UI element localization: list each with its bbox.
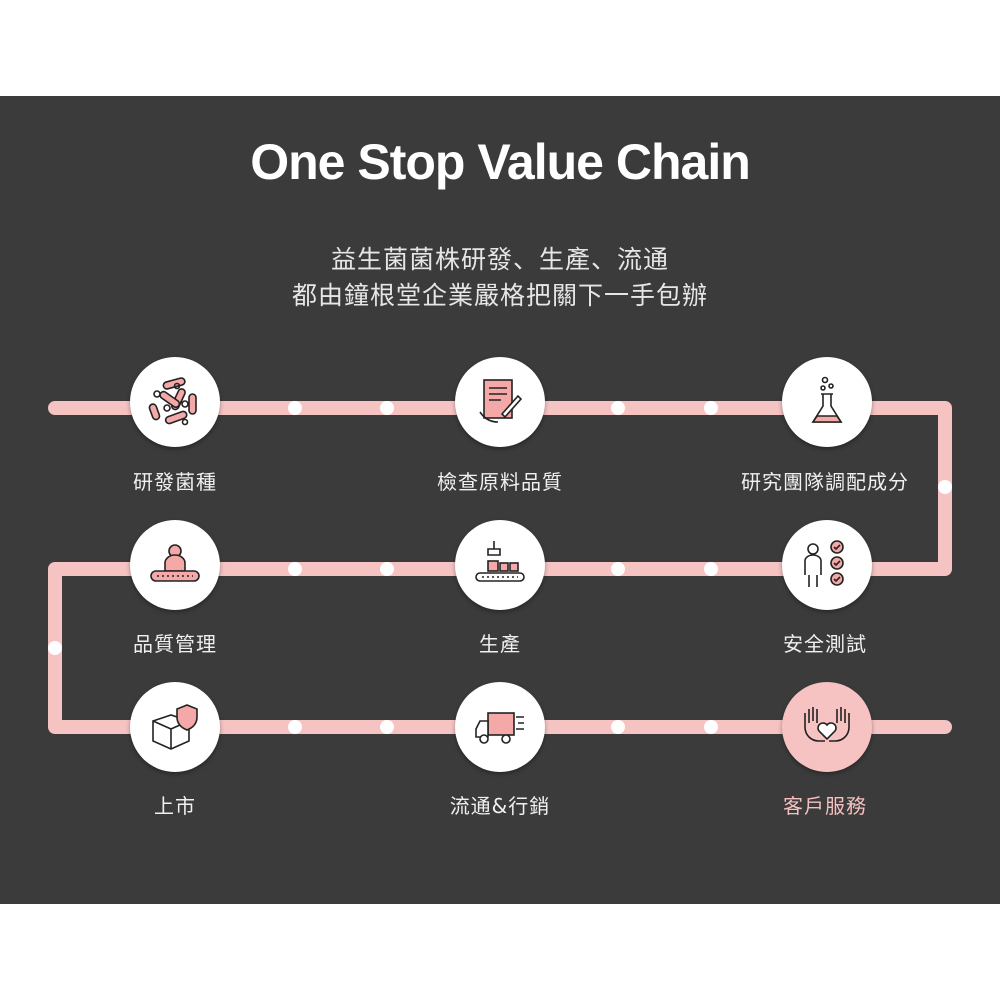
subtitle-line-2: 都由鐘根堂企業嚴格把關下一手包辦 <box>291 281 708 310</box>
step-label: 上市 <box>154 794 196 818</box>
flask-icon <box>811 376 843 423</box>
step-raw-material-check <box>455 357 545 447</box>
bacteria-icon <box>148 377 197 426</box>
inspector-icon <box>150 544 200 582</box>
step-production <box>455 520 545 610</box>
checklist-person-icon <box>804 540 844 587</box>
step-safety-test <box>782 520 872 610</box>
step-label: 安全測試 <box>783 632 867 656</box>
step-label: 客戶服務 <box>783 794 867 818</box>
hands-heart-icon <box>804 707 850 742</box>
step-label: 品質管理 <box>133 632 217 656</box>
step-label: 檢查原料品質 <box>437 470 563 494</box>
step-customer-service <box>782 682 872 772</box>
step-label: 流通&行銷 <box>449 794 551 818</box>
conveyor-icon <box>475 541 525 582</box>
step-formulation <box>782 357 872 447</box>
subtitle-line-1: 益生菌菌株研發、生產、流通 <box>330 245 669 274</box>
step-research-strain <box>130 357 220 447</box>
path-dots <box>48 401 952 734</box>
page-title: One Stop Value Chain <box>250 134 751 190</box>
document-sign-icon <box>479 379 523 423</box>
step-label: 研發菌種 <box>133 470 217 494</box>
truck-icon <box>475 712 524 744</box>
step-label: 研究團隊調配成分 <box>741 470 909 494</box>
step-label: 生產 <box>479 632 521 656</box>
step-launch <box>130 682 220 772</box>
step-distribution <box>455 682 545 772</box>
box-shield-icon <box>152 704 198 750</box>
step-quality-management <box>130 520 220 610</box>
